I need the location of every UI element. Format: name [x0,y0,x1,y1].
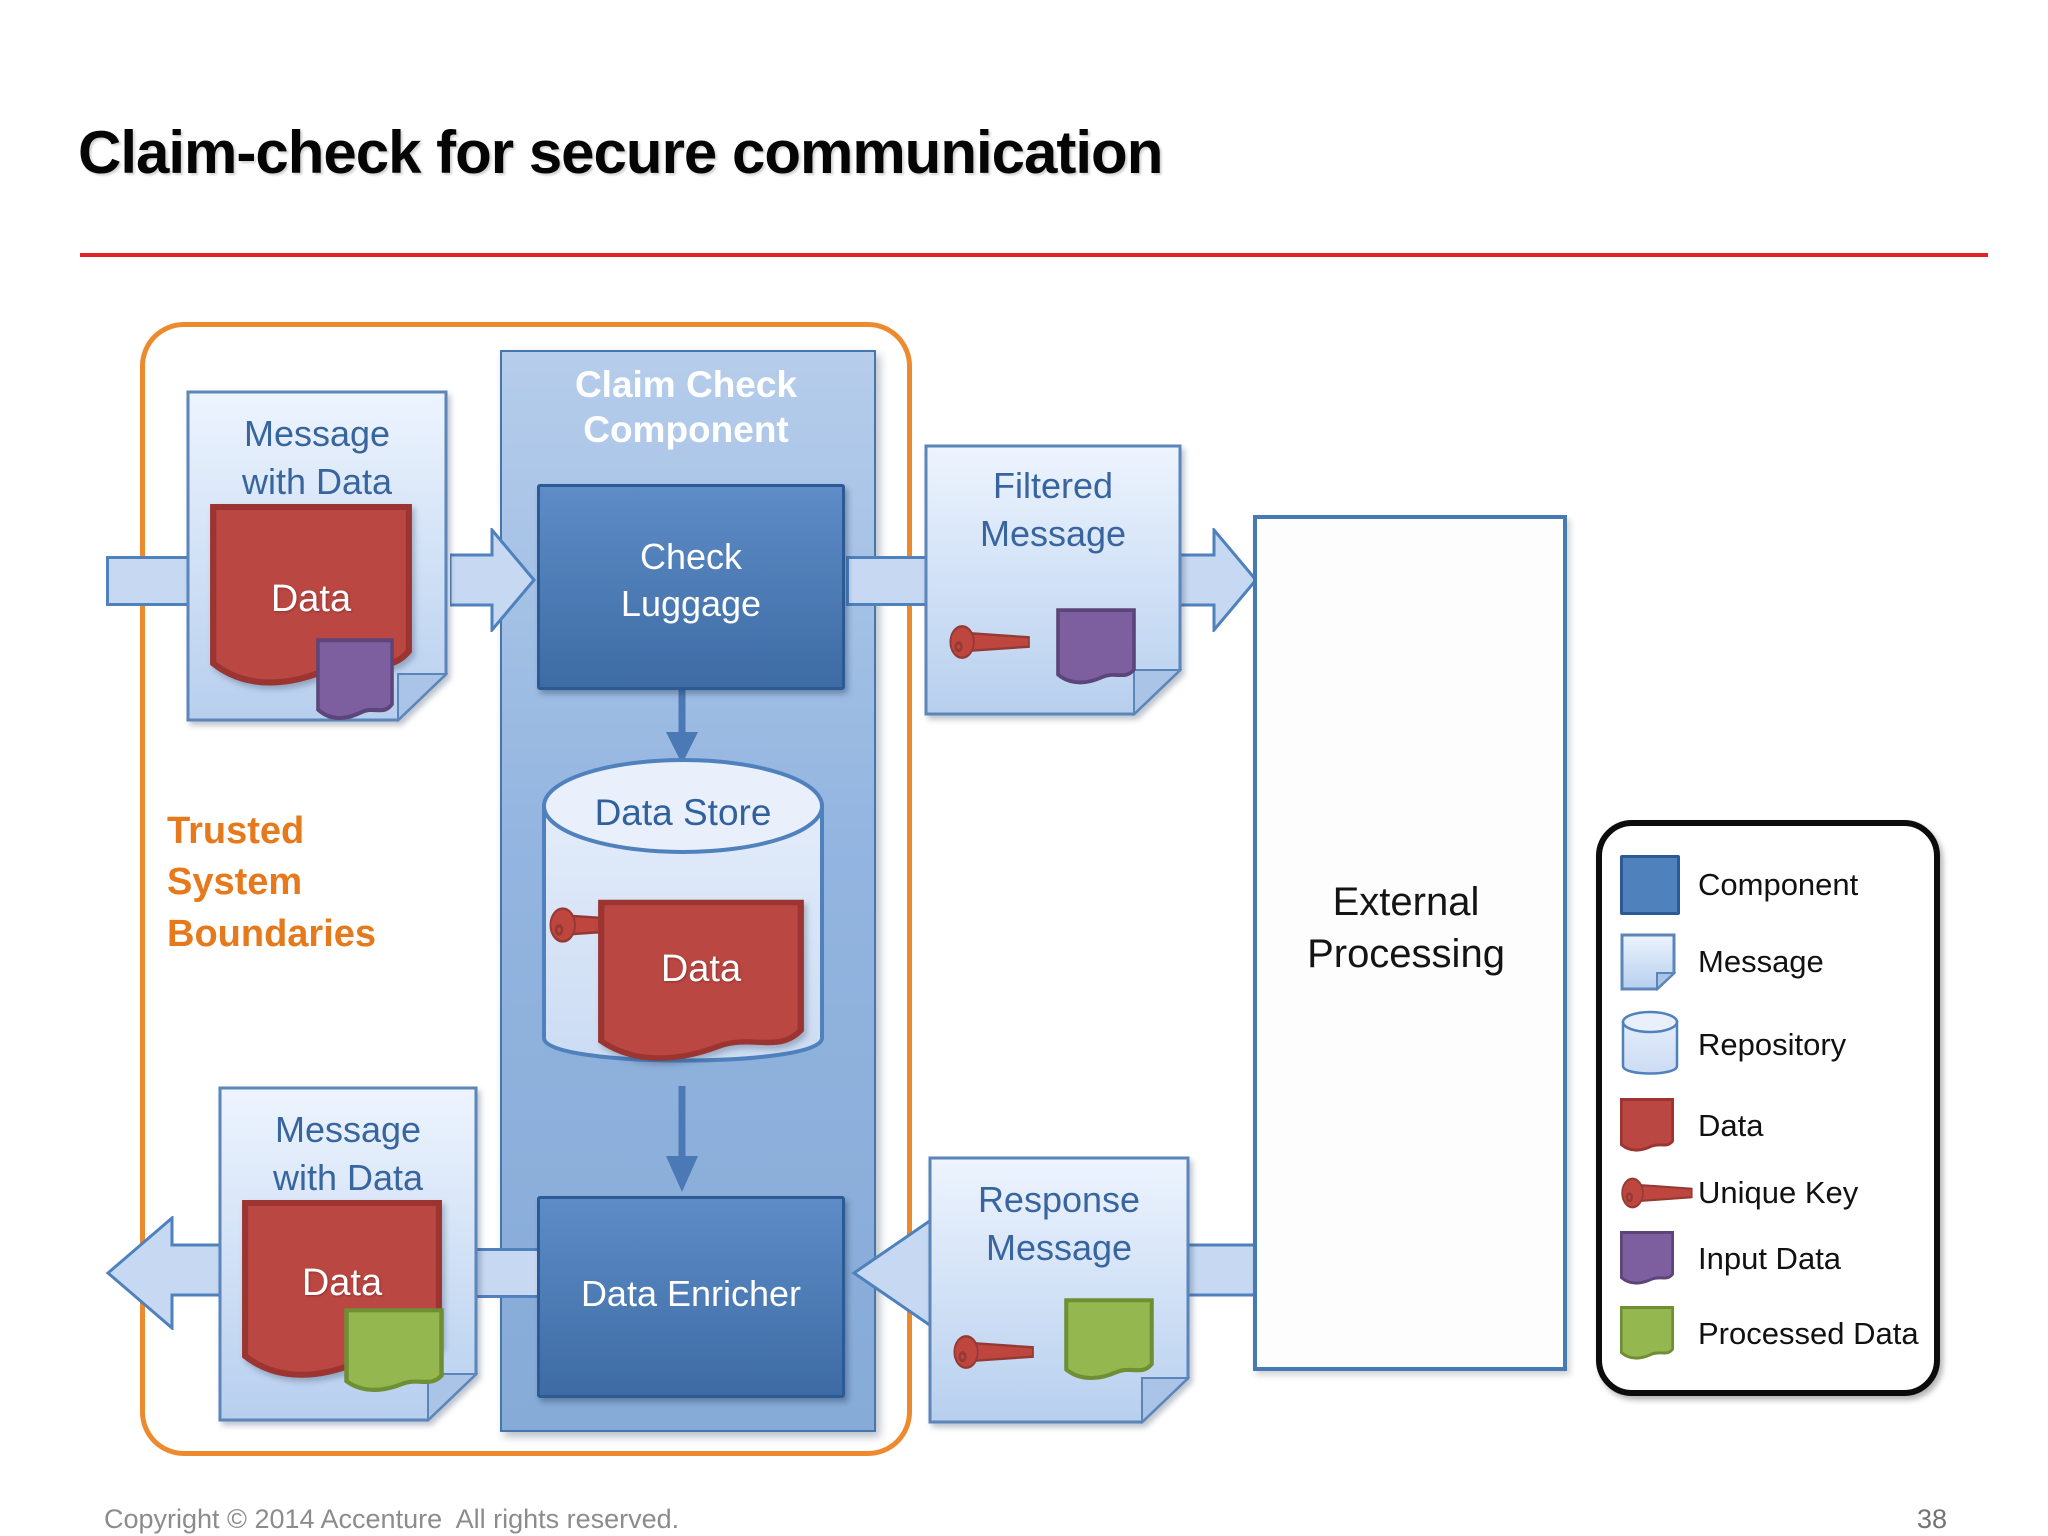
check-luggage-label: Check Luggage [620,536,762,624]
legend-label: Repository [1698,1026,1847,1062]
data-icon [1620,1098,1698,1154]
check-luggage-out-shaft [846,556,936,606]
claim-check-component-title: Claim Check Component [574,364,798,451]
legend-label: Input Data [1698,1241,1842,1276]
response-processed-data-icon [1064,1298,1154,1384]
message-icon [1620,933,1698,991]
legend-label: Data [1698,1108,1764,1143]
check-luggage-box [537,484,845,690]
unique-key-icon [948,624,1031,660]
legend-label: Unique Key [1698,1174,1859,1210]
outbound-message-title: Message with Data [272,1109,424,1198]
legend-item-unique-key: Unique Key [1620,1173,1934,1213]
external-processing-label: External Processing [1307,880,1505,976]
legend-label: Component [1698,866,1859,902]
arrow-message-to-check-luggage [450,528,536,632]
unique-key-icon [1620,1173,1698,1213]
page-title: Claim-check for secure communication [78,119,1163,186]
data-enricher-label: Data Enricher [580,1273,802,1314]
legend-item-data: Data [1620,1098,1934,1154]
component-icon [1620,854,1698,915]
arrow-filtered-to-external [1172,528,1258,632]
filtered-message-title: Filtered Message [979,465,1127,554]
page-number: 38 [1916,1504,1948,1534]
input-data-icon [1620,1231,1698,1287]
outbound-data-label: Data [301,1262,383,1304]
arrow-check-luggage-to-data-store [666,690,698,764]
arrow-data-store-to-data-enricher [666,1086,698,1192]
stored-data-label: Data [660,948,742,990]
legend-item-message: Message [1620,933,1934,991]
inbound-input-data-icon [316,638,394,724]
repository-icon [1620,1010,1698,1080]
data-store-label: Data Store [594,792,772,833]
legend: Component Message Repository [1596,820,1940,1396]
filtered-input-data-icon [1056,608,1136,685]
inbound-data-label: Data [270,578,352,620]
external-processing-box [1253,515,1567,1371]
processed-data-icon [1620,1305,1698,1362]
outbound-processed-data-icon [344,1308,444,1396]
inbound-flow-shaft [106,556,200,606]
copyright-text: Copyright © 2014 Accenture All rights re… [104,1504,680,1534]
legend-item-processed-data: Processed Data [1620,1305,1934,1362]
trusted-boundary-label: Trusted System Boundaries [167,810,377,955]
inbound-message-title: Message with Data [241,413,393,502]
legend-item-input-data: Input Data [1620,1231,1934,1287]
unique-key-icon [952,1334,1035,1370]
legend-label: Processed Data [1698,1315,1919,1351]
data-enricher-box [537,1196,845,1398]
response-message-title: Response Message [977,1179,1141,1268]
title-divider-line [80,253,1988,257]
legend-item-repository: Repository [1620,1010,1934,1080]
legend-item-component: Component [1620,854,1934,915]
legend-label: Message [1698,944,1824,979]
